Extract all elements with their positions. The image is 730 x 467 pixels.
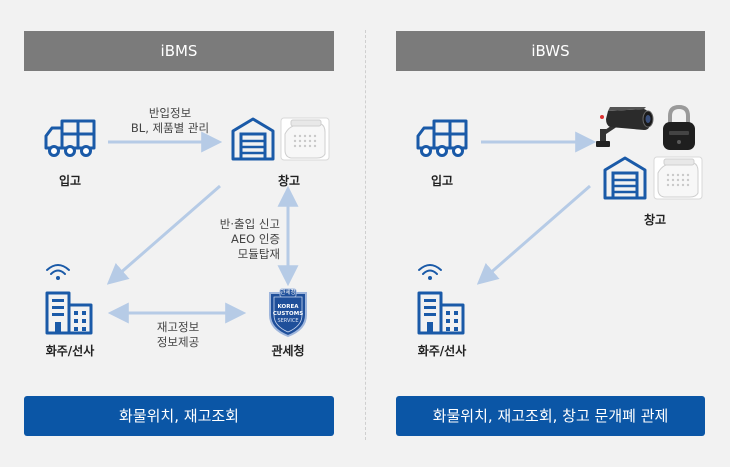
ibms-footer: 화물위치, 재고조회 — [24, 396, 334, 436]
ibms-warehouse-label: 창고 — [277, 174, 301, 188]
ibms-title: iBMS — [24, 31, 334, 71]
sensor-device-icon — [653, 156, 703, 200]
panel-divider — [365, 30, 366, 440]
badge-text-1: KOREA — [277, 304, 299, 310]
truck-icon — [416, 119, 468, 157]
ibms-customs-label: 관세청 — [271, 344, 305, 358]
arrow-warehouse-owner — [106, 184, 221, 285]
ibms-inbound-label: 입고 — [58, 174, 82, 188]
cctv-camera-icon — [596, 107, 654, 147]
ibms-owner-label: 화주/선사 — [45, 344, 95, 358]
wifi-icon — [418, 264, 442, 280]
ibms-inbound-info-line1: 반입정보 — [148, 106, 192, 120]
ibws-inbound-label: 입고 — [430, 174, 454, 188]
ibms-customs-report: 반·출입 신고 AEO 인증 모듈탑재 — [200, 217, 280, 262]
building-icon — [417, 291, 465, 335]
ibms-customs-report-line2: AEO 인증 — [230, 232, 280, 246]
warehouse-icon — [603, 156, 647, 200]
customs-badge-icon: 관세청 KOREA CUSTOMS SERVICE — [266, 288, 310, 339]
sensor-device-icon — [280, 117, 330, 161]
badge-text-3: SERVICE — [277, 318, 299, 324]
ibms-stock-info: 재고정보 정보제공 — [128, 320, 228, 350]
truck-icon — [44, 119, 96, 157]
ibws-warehouse-label: 창고 — [643, 213, 667, 227]
ibms-stock-info-line1: 재고정보 — [156, 320, 200, 334]
ibws-footer: 화물위치, 재고조회, 창고 문개폐 관제 — [396, 396, 705, 436]
ibms-customs-report-line3: 모듈탑재 — [237, 247, 280, 261]
badge-text-2: CUSTOMS — [272, 311, 304, 317]
ibws-owner-label: 화주/선사 — [417, 344, 467, 358]
wifi-icon — [46, 264, 70, 280]
smart-lock-icon — [663, 104, 695, 150]
ibms-inbound-info: 반입정보 BL, 제품별 관리 — [120, 106, 220, 136]
ibms-customs-report-line1: 반·출입 신고 — [219, 217, 280, 231]
arrow-ibws-warehouse-owner — [476, 184, 591, 285]
ibms-stock-info-line2: 정보제공 — [156, 335, 200, 349]
badge-top-text: 관세청 — [280, 290, 296, 296]
ibms-inbound-info-line2: BL, 제품별 관리 — [130, 121, 210, 135]
building-icon — [45, 291, 93, 335]
ibws-title: iBWS — [396, 31, 705, 71]
warehouse-icon — [231, 117, 275, 161]
